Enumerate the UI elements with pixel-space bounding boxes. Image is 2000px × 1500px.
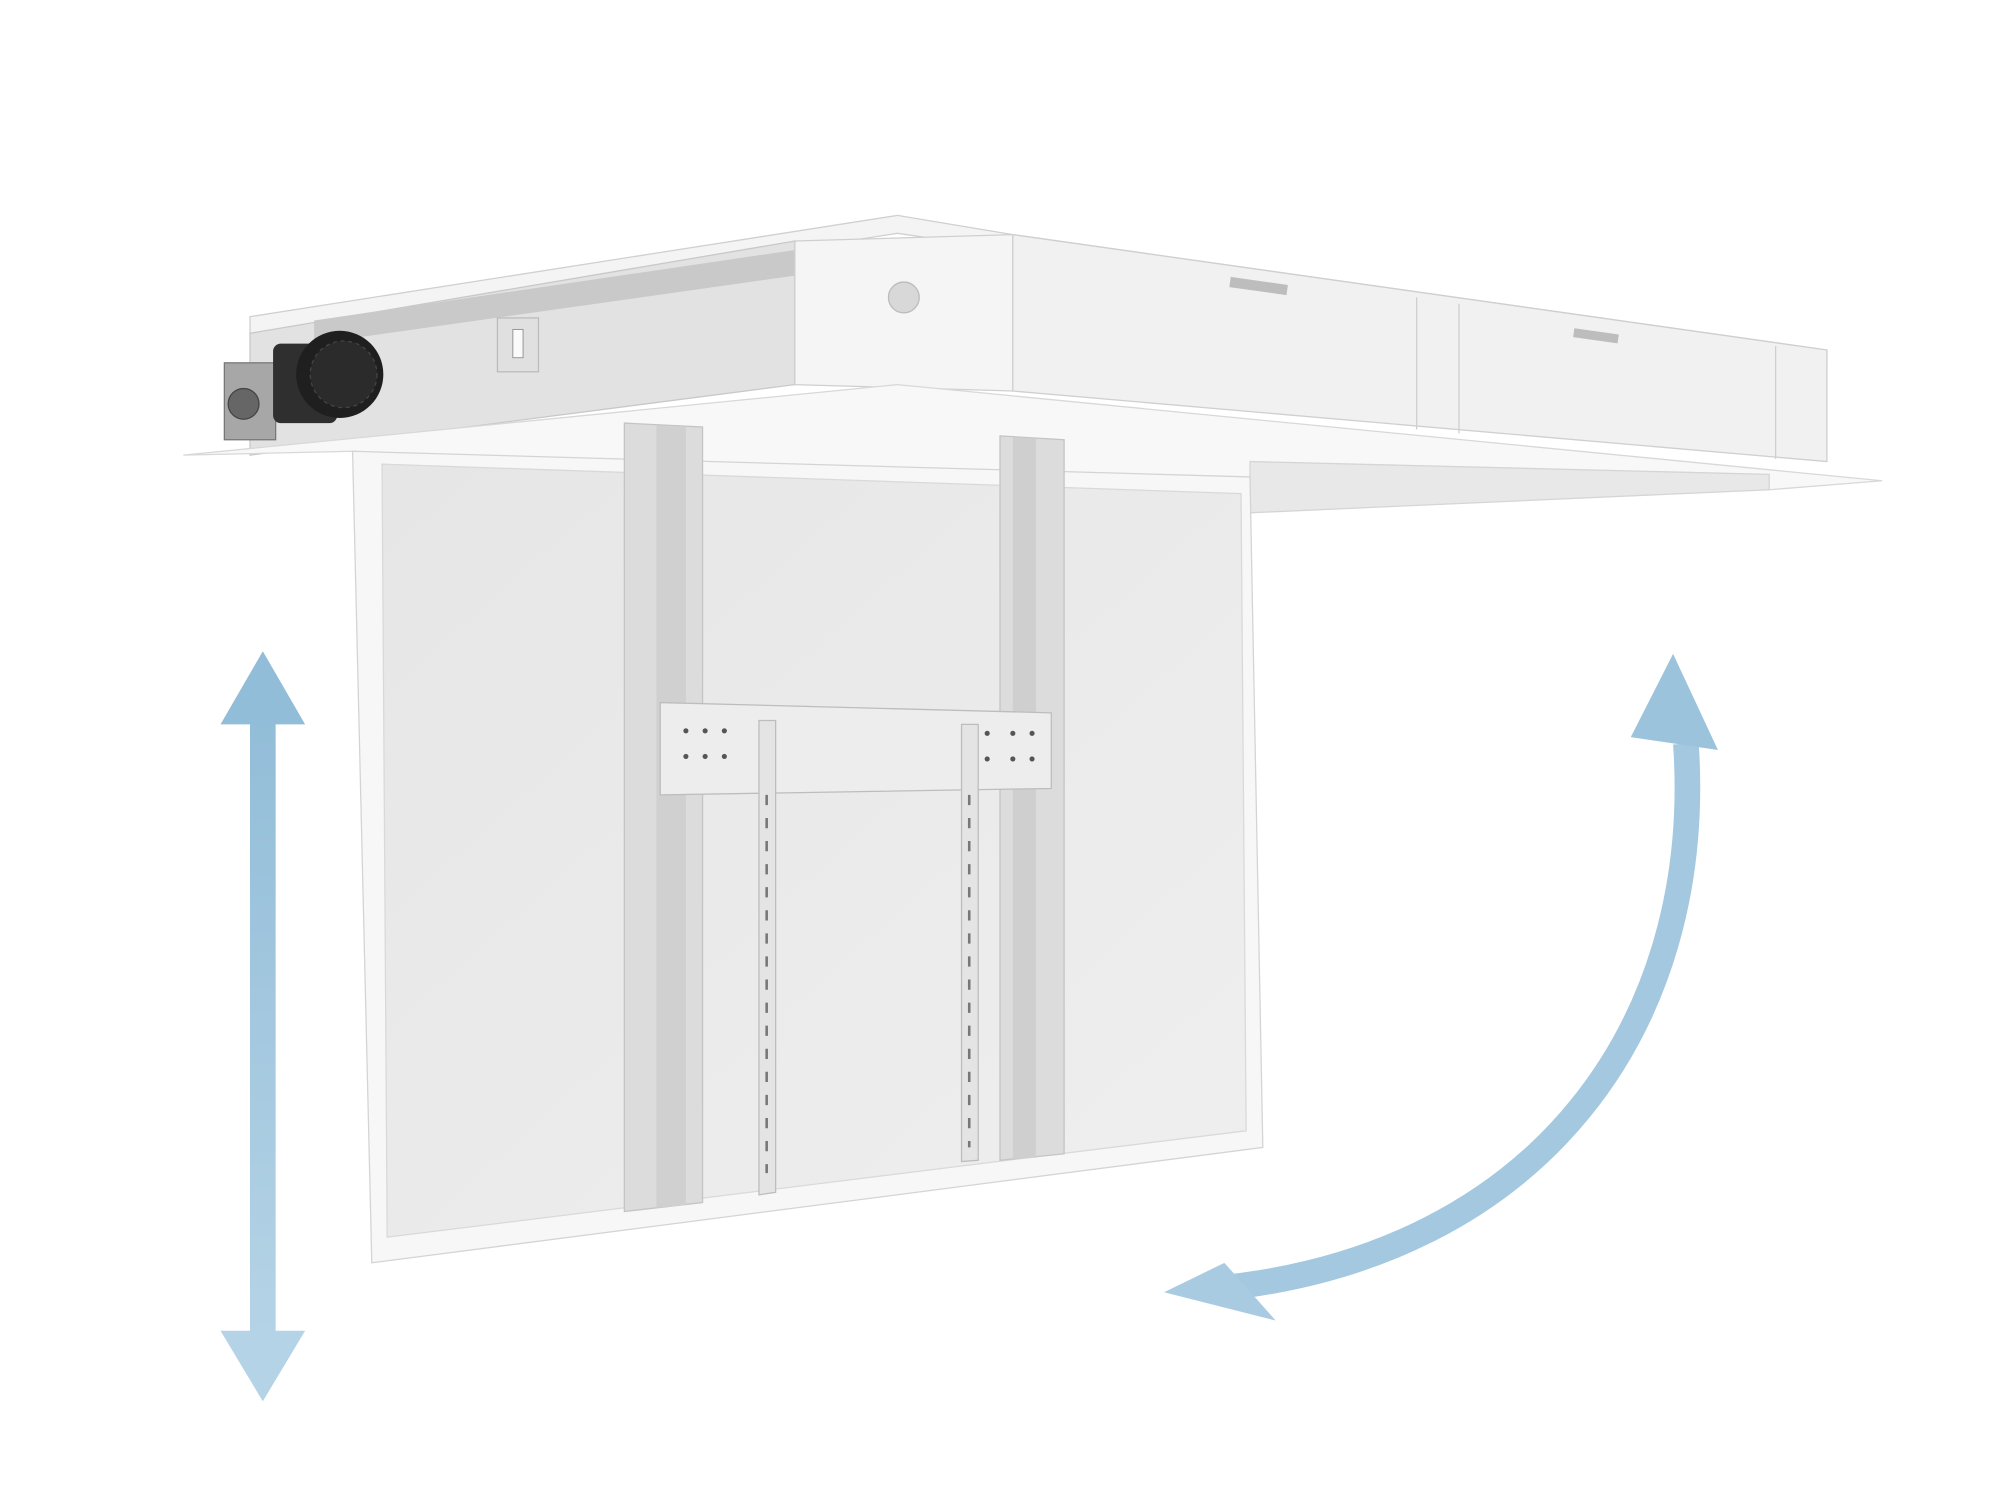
cable-hole xyxy=(887,281,920,314)
curved-rotate-arrow-icon xyxy=(1164,653,1718,1321)
housing-rail-track xyxy=(314,250,795,344)
motor xyxy=(223,330,384,441)
housing-front-right xyxy=(1012,233,1828,463)
mount-bracket xyxy=(659,701,1052,796)
ceiling-housing xyxy=(249,214,1828,463)
panel-face xyxy=(381,463,1247,1238)
vertical-double-arrow-icon xyxy=(220,651,306,1402)
switch-plate xyxy=(496,317,540,373)
tv-panel xyxy=(351,422,1264,1264)
